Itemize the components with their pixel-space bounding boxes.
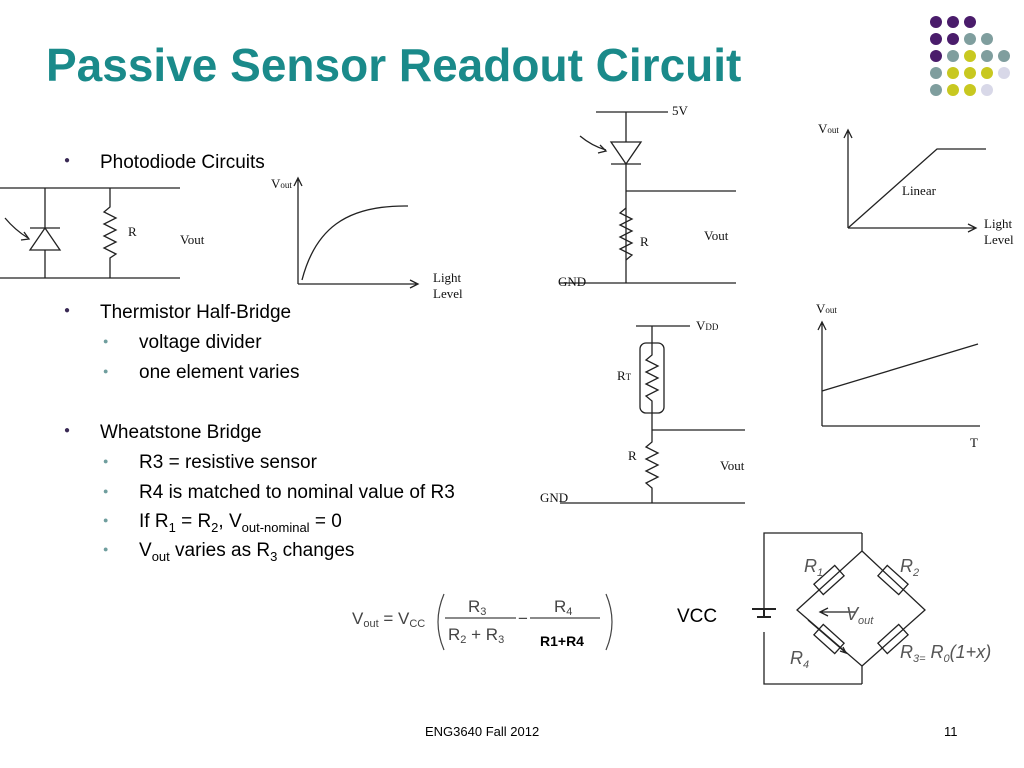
equation-numerator-1: R3	[468, 597, 486, 618]
thermistor-circuit	[560, 325, 745, 504]
graph1-x-label-1: Light	[433, 270, 462, 285]
graph-1-curve	[301, 205, 409, 281]
bullet-thermistor-half-bridge: Thermistor Half-Bridge	[64, 302, 291, 324]
bridge-resistor-r3	[876, 623, 910, 655]
therm-gnd-label: GND	[540, 490, 568, 505]
therm-vdd-label: VDD	[696, 318, 719, 333]
bridge-r3-label: R3= R0(1+x)	[900, 642, 991, 665]
slide-title: Passive Sensor Readout Circuit	[46, 39, 742, 91]
bridge-r2-label: R2	[900, 556, 919, 579]
bullet-r3-resistive-sensor: R3 = resistive sensor	[103, 452, 317, 474]
dot-grid-row-1	[930, 16, 976, 28]
pd2-5v-label: 5V	[672, 103, 689, 118]
equation-lhs: Vout = VCC	[352, 609, 425, 630]
graph2-x-label-1: Light	[984, 216, 1013, 231]
graph2-x-label-2: Level	[984, 232, 1014, 247]
graph-2-line	[847, 148, 986, 229]
vout-equation: Vout = VCC R3 R2 + R3 − R4 R1+R4	[352, 593, 613, 651]
pd2-gnd-label: GND	[558, 274, 586, 289]
equation-numerator-2: R4	[554, 597, 572, 618]
graph-2-linear	[843, 128, 986, 233]
photodiode-circuit-1	[0, 187, 180, 279]
dot-grid-row-3	[930, 50, 1010, 62]
bridge-resistor-r1	[812, 564, 846, 596]
graph-3-vout-vs-t	[817, 320, 980, 427]
bullet-vout-varies: Vout varies as R3 changes	[103, 540, 355, 564]
equation-denominator-1: R2 + R3	[448, 625, 504, 646]
equation-left-paren	[437, 593, 445, 651]
bullet-wheatstone-bridge: Wheatstone Bridge	[64, 422, 262, 444]
bridge-r4-label: R4	[790, 648, 809, 671]
graph3-x-label: T	[970, 435, 978, 450]
bullet-voltage-divider: voltage divider	[103, 332, 261, 354]
photodiode-circuit-2	[560, 111, 736, 284]
pd2-r-label: R	[640, 234, 649, 249]
equation-minus: −	[518, 609, 528, 628]
graph2-y-label: Vout	[818, 121, 839, 136]
therm-vout-label: Vout	[720, 458, 745, 473]
equation-right-paren	[605, 593, 613, 651]
bullet-photodiode-circuits: Photodiode Circuits	[64, 152, 265, 174]
footer-text: ENG3640 Fall 2012	[425, 724, 540, 739]
bridge-vout-label: Vout	[846, 604, 874, 627]
decorative-dot-grid	[930, 16, 1010, 96]
dot-grid-row-2	[930, 33, 993, 45]
graph2-linear-label: Linear	[902, 183, 937, 198]
equation-denominator-2: R1+R4	[540, 633, 584, 649]
bullet-r1-equals-r2: If R1 = R2, Vout-nominal = 0	[103, 511, 342, 535]
graph1-x-label-2: Level	[433, 286, 463, 301]
pd1-r-label: R	[128, 224, 137, 239]
graph1-y-label: Vout	[271, 176, 292, 191]
vcc-label: VCC	[677, 606, 718, 627]
graph-1-vout-vs-light	[293, 176, 420, 289]
dot-grid-row-4	[930, 67, 1010, 79]
therm-r-label: R	[628, 448, 637, 463]
pd2-vout-label: Vout	[704, 228, 729, 243]
bridge-r1-label: R1	[804, 556, 823, 579]
graph3-y-label: Vout	[816, 301, 837, 316]
wheatstone-bridge	[752, 532, 926, 685]
graph-3-line	[821, 343, 979, 392]
therm-rt-label: RT	[617, 368, 632, 383]
pd1-vout-label: Vout	[180, 232, 205, 247]
bullet-one-element-varies: one element varies	[103, 362, 299, 384]
bullet-r4-matched: R4 is matched to nominal value of R3	[103, 482, 455, 504]
bridge-resistor-r2	[876, 564, 910, 596]
dot-grid-row-5	[930, 84, 993, 96]
page-number: 11	[944, 724, 958, 739]
